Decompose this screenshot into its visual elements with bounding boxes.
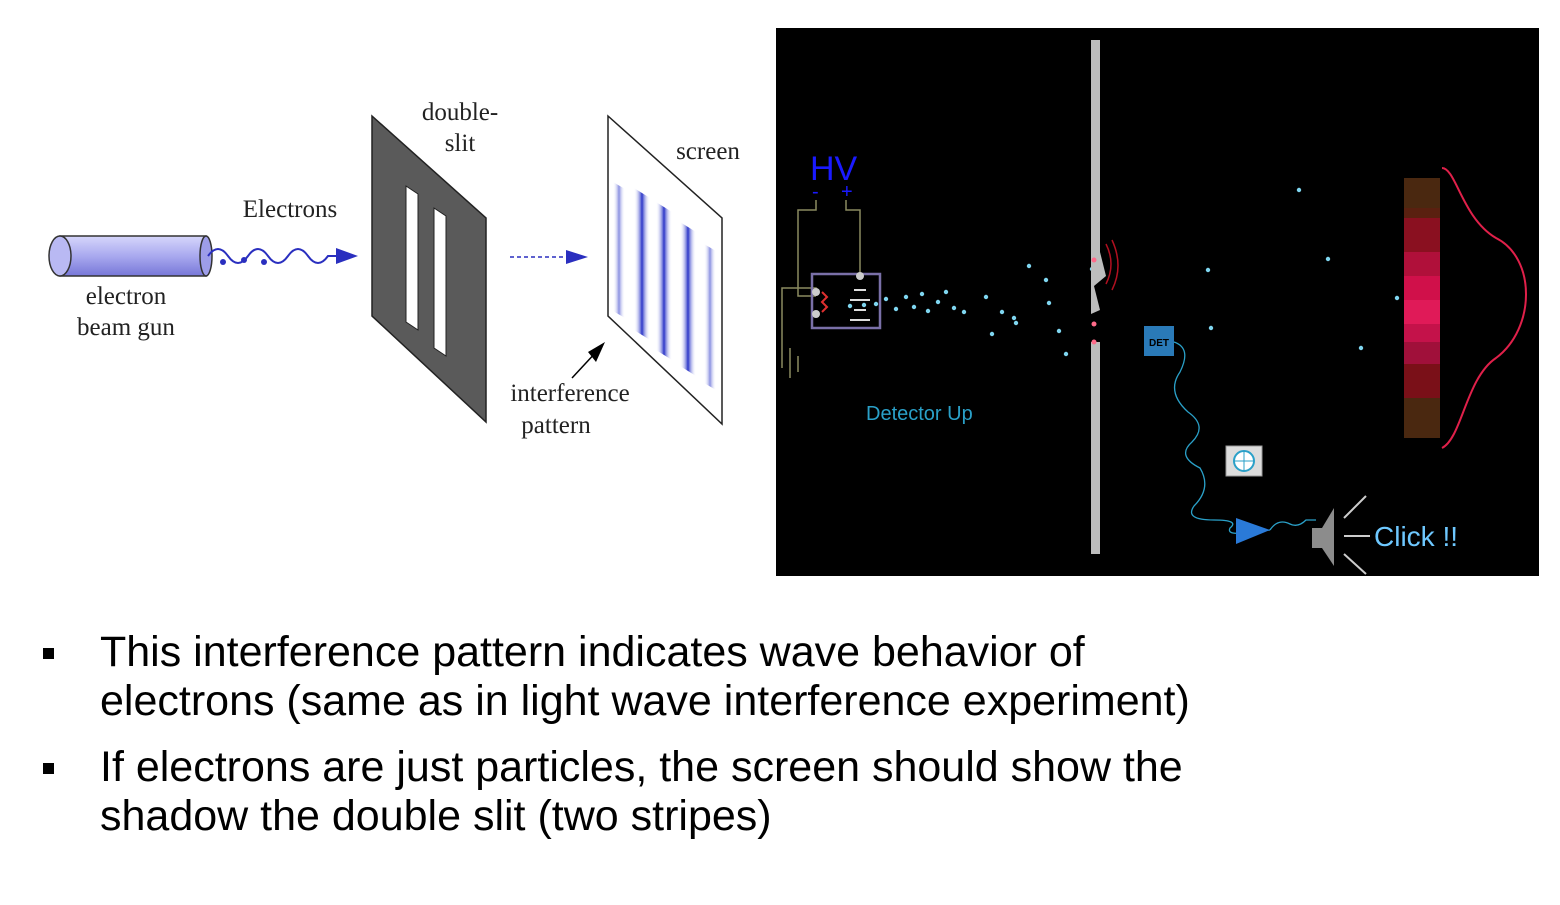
electron-particles (847, 187, 1400, 357)
speaker-icon (1312, 495, 1370, 575)
hv-minus-label: - (812, 181, 819, 203)
electron-wave (207, 248, 358, 265)
pattern-label-line2: pattern (521, 412, 591, 439)
electron-beam-gun (48, 235, 213, 277)
slit-label-line1: double- (422, 99, 498, 126)
hv-label: HV (810, 150, 858, 188)
pattern-label-line1: interference (510, 380, 629, 407)
probability-curve (1441, 167, 1527, 449)
pattern-pointer-arrow (571, 342, 605, 379)
hv-circuit (781, 200, 861, 378)
det-label: DET (1149, 338, 1169, 349)
bullet-item: If electrons are just particles, the scr… (40, 743, 1540, 841)
detector-status-text: Detector Up (866, 403, 973, 425)
bullet-list: This interference pattern indicates wave… (40, 628, 1540, 858)
hv-plus-label: + (841, 181, 853, 203)
double-slit-plate (371, 114, 487, 424)
bullet-item: This interference pattern indicates wave… (40, 628, 1540, 726)
electron-gun-box (810, 272, 882, 330)
detector-cable (1173, 341, 1271, 534)
oscilloscope-icon (1225, 445, 1263, 477)
bullet-1-line1: This interference pattern indicates wave… (100, 628, 1085, 676)
detector-experiment-panel: HV - + (776, 28, 1539, 576)
detector-experiment-illustration: HV - + (781, 40, 1527, 575)
bullet-square-icon (43, 763, 54, 774)
detector-device: DET (1144, 326, 1174, 356)
detection-screen (607, 114, 723, 426)
gun-label-line2: beam gun (77, 314, 175, 341)
bullet-1-line2: electrons (same as in light wave interfe… (100, 677, 1190, 725)
slit-barrier (1091, 40, 1119, 554)
slit-label-line2: slit (445, 130, 476, 157)
hit-histogram-stripe (1404, 178, 1440, 438)
gun-label-line1: electron (86, 283, 167, 310)
bullet-2-line2: shadow the double slit (two stripes) (100, 792, 772, 840)
bullet-2-line1: If electrons are just particles, the scr… (100, 743, 1183, 791)
double-slit-schematic: electron beam gun Electrons double- slit… (48, 99, 740, 439)
electrons-label: Electrons (243, 196, 337, 223)
beam-arrow (510, 250, 588, 264)
screen-label: screen (676, 138, 740, 165)
bullet-square-icon (43, 648, 54, 659)
click-label: Click !! (1374, 521, 1458, 552)
amplifier-icon (1236, 518, 1270, 544)
